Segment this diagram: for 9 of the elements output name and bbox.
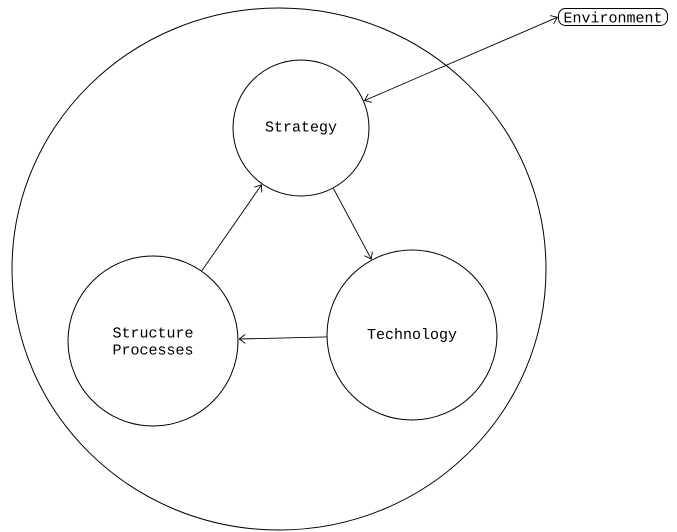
circle-node: Structure Processes [68,256,238,426]
arrow [238,334,327,344]
circle-node: Technology [326,250,498,420]
outer-circle [12,8,546,530]
arrow [332,188,373,260]
arrow [364,15,558,103]
circle-node: Strategy [232,60,370,196]
arrow [201,184,262,272]
rounded-box: Environment [558,8,668,26]
